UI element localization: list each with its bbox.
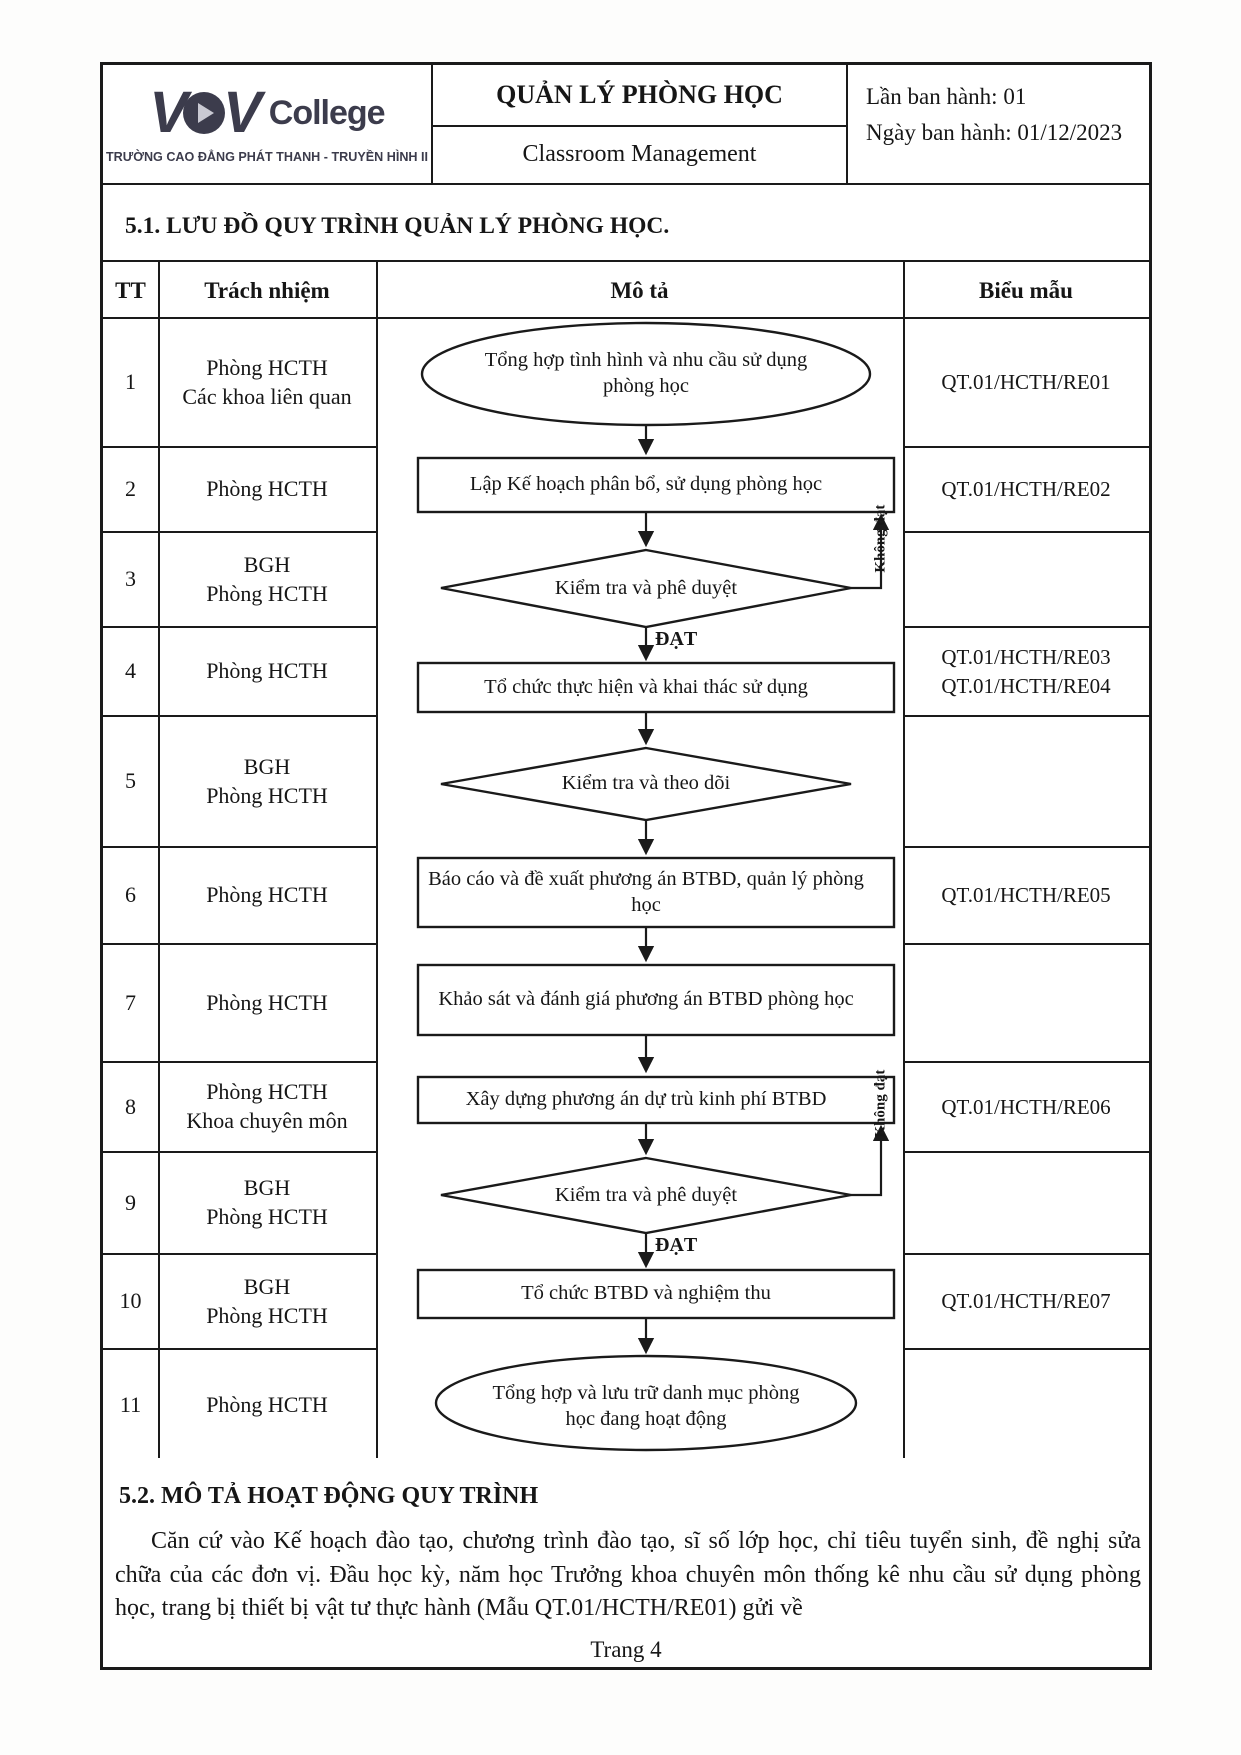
pass-label-2: ĐẠT (655, 1234, 698, 1256)
section-5-2-paragraph: Căn cứ vào Kế hoạch đào tạo, chương trìn… (115, 1528, 1141, 1622)
issue-number: Lần ban hành: 01 (866, 84, 1027, 109)
procedure-table: TT Trách nhiệm Mô tả Biểu mẫu 1 2 3 4 5 … (103, 260, 1149, 1458)
form-cell (903, 945, 1149, 1063)
form-cell (903, 717, 1149, 848)
tt-cell: 2 (103, 448, 158, 533)
flow-shape-rect-report (416, 856, 896, 929)
fail-label-2: Không đạt (872, 1069, 889, 1138)
flow-step-9-label: Kiểm tra và phê duyệt (554, 1183, 738, 1206)
flowchart-canvas (416, 321, 896, 1452)
flow-feedback-arrow-1 (851, 513, 890, 590)
tt-cell: 4 (103, 628, 158, 717)
flow-step-11-label: Tổng hợp và lưu trữ danh mục phòng học đ… (492, 1382, 800, 1430)
table-header-row: TT Trách nhiệm Mô tả Biểu mẫu (103, 262, 1149, 319)
tt-cell: 3 (103, 533, 158, 628)
flow-step-7-label: Khảo sát và đánh giá phương án BTBD phòn… (438, 988, 854, 1011)
header-form: Biểu mẫu (979, 277, 1073, 303)
form-column: QT.01/HCTH/RE01 QT.01/HCTH/RE02 QT.01/HC… (903, 319, 1149, 1460)
tt-column: 1 2 3 4 5 6 7 8 9 10 11 (103, 319, 158, 1460)
logo-college-text: College (268, 93, 386, 132)
form-cell (903, 1350, 1149, 1460)
tt-cell: 8 (103, 1063, 158, 1153)
tt-cell: 1 (103, 319, 158, 448)
flow-step-6-label: Báo cáo và đề xuất phương án BTBD, quản … (428, 867, 864, 916)
responsibility-cell: Phòng HCTH (158, 448, 376, 533)
logo-letter-v: V (223, 80, 262, 145)
flow-shape-rect-survey (416, 963, 896, 1037)
tt-cell: 11 (119, 1391, 142, 1417)
form-cell: QT.01/HCTH/RE01 (903, 319, 1149, 448)
issue-info-cell: Lần ban hành: 01 Ngày ban hành: 01/12/20… (850, 65, 1149, 183)
responsibility-cell: Phòng HCTH (158, 848, 376, 945)
section-5-2-title: 5.2. MÔ TẢ HOẠT ĐỘNG QUY TRÌNH (119, 1483, 539, 1509)
responsibility-cell: Phòng HCTH (158, 628, 376, 717)
form-cell (903, 1153, 1149, 1255)
flow-step-10-label: Tổ chức BTBD và nghiệm thu (521, 1282, 771, 1305)
flow-shape-rect-implement (416, 661, 896, 714)
issue-date: Ngày ban hành: 01/12/2023 (866, 119, 1123, 145)
flow-step-2-label: Lập Kế hoạch phân bổ, sử dụng phòng học (469, 473, 823, 496)
vov-college-logo: V V College (149, 80, 386, 145)
form-cell: QT.01/HCTH/RE02 (903, 448, 1149, 533)
tt-cell: 10 (103, 1255, 158, 1350)
page-frame: V V College TRƯỜNG CAO ĐẲNG PHÁT THANH -… (100, 62, 1152, 1670)
header-responsibility: Trách nhiệm (204, 277, 330, 303)
column-divider (158, 262, 160, 1458)
play-triangle-icon (198, 103, 215, 123)
form-cell: QT.01/HCTH/RE06 (903, 1063, 1149, 1153)
document-title-en: Classroom Management (522, 140, 757, 167)
document-title-vi: QUẢN LÝ PHÒNG HỌC (433, 65, 846, 127)
header-description: Mô tả (610, 277, 669, 303)
column-divider (376, 262, 378, 1458)
logo-letter-v: V (149, 80, 188, 145)
pass-label-1: ĐẠT (655, 628, 698, 650)
flow-feedback-arrow-2 (851, 1124, 890, 1197)
tt-cell: 6 (103, 848, 158, 945)
flow-step-4-label: Tổ chức thực hiện và khai thác sử dụng (484, 675, 808, 698)
flow-step-5-label: Kiểm tra và theo dõi (561, 772, 731, 795)
logo-subtitle: TRƯỜNG CAO ĐẲNG PHÁT THANH - TRUYỀN HÌNH… (105, 150, 429, 164)
logo-cell: V V College TRƯỜNG CAO ĐẲNG PHÁT THANH -… (103, 65, 433, 183)
tt-cell: 9 (103, 1153, 158, 1255)
title-cell: QUẢN LÝ PHÒNG HỌC Classroom Management (433, 65, 848, 183)
section-5-1-title: 5.1. LƯU ĐỒ QUY TRÌNH QUẢN LÝ PHÒNG HỌC. (125, 213, 670, 239)
tt-cell: 5 (103, 717, 158, 848)
form-cell (903, 533, 1149, 628)
flow-shape-rect-budget (416, 1075, 896, 1125)
header-tt: TT (115, 277, 146, 303)
flow-step-3-label: Kiểm tra và phê duyệt (554, 576, 738, 599)
document-header: V V College TRƯỜNG CAO ĐẲNG PHÁT THANH -… (103, 65, 1149, 185)
flow-step-8-label: Xây dựng phương án dự trù kinh phí BTBD (465, 1088, 827, 1111)
flow-shape-rect-plan (416, 456, 896, 514)
flow-shape-oval-end (434, 1354, 858, 1452)
column-divider (903, 262, 905, 1458)
tt-cell: 7 (103, 945, 158, 1063)
fail-label-1: Không đạt (872, 504, 889, 573)
play-icon (183, 92, 226, 134)
responsibility-cell: Phòng HCTH (158, 945, 376, 1063)
form-cell: QT.01/HCTH/RE05 (903, 848, 1149, 945)
flow-step-1-label: Tổng hợp tình hình và nhu cầu sử dụng ph… (484, 349, 808, 397)
page-number: Trang 4 (590, 1637, 662, 1662)
flow-shape-rect-acceptance (416, 1268, 896, 1320)
responsibility-cell: Phòng HCTH (206, 1391, 328, 1417)
form-cell: QT.01/HCTH/RE07 (903, 1255, 1149, 1350)
